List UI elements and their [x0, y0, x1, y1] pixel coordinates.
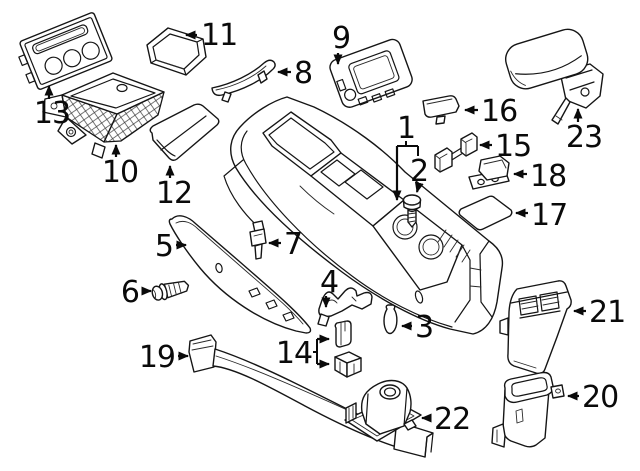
callout-17: 17 [531, 198, 567, 233]
callout-7: 7 [284, 227, 302, 262]
callout-5: 5 [155, 229, 173, 264]
callout-14: 14 [276, 336, 312, 371]
part-15-bracket-rail [434, 132, 478, 173]
part-22-shifter-assembly [344, 379, 422, 442]
callout-19: 19 [139, 340, 175, 375]
callout-1: 1 [397, 111, 415, 146]
part-6-screw [151, 280, 190, 301]
part-12-bin-lid [149, 103, 220, 161]
part-13-switch-panel [18, 12, 113, 90]
callout-11: 11 [201, 18, 237, 53]
callout-15: 15 [495, 129, 531, 164]
callout-13: 13 [34, 96, 70, 131]
callout-9: 9 [332, 21, 350, 56]
part-3-bulb [383, 304, 398, 335]
part-14-clip-b [334, 351, 362, 378]
callout-12: 12 [156, 176, 192, 211]
part-20-rear-bin [491, 371, 565, 448]
callout-20: 20 [582, 380, 618, 415]
callouts: 13 10 12 11 8 9 1 2 16 15 18 17 [34, 18, 626, 437]
part-14-clip-a [334, 320, 352, 348]
callout-21: 21 [589, 295, 625, 330]
callout-23: 23 [566, 120, 602, 155]
callout-4: 4 [320, 265, 338, 300]
callout-8: 8 [294, 56, 312, 91]
part-10-storage-bin [42, 72, 165, 159]
callout-22: 22 [434, 402, 470, 437]
part-16-cover [422, 95, 460, 125]
callout-3: 3 [415, 310, 433, 345]
part-23-armrest [505, 28, 604, 125]
callout-6: 6 [121, 275, 139, 310]
part-11-tray [146, 27, 207, 76]
part-9-shifter-bezel [329, 38, 413, 108]
callout-10: 10 [102, 155, 138, 190]
callout-16: 16 [481, 94, 517, 129]
part-17-pad [458, 195, 513, 231]
callout-18: 18 [530, 159, 566, 194]
part-21-rear-vent-panel [499, 280, 572, 375]
part-8-trim-strip [211, 59, 276, 103]
part-7-clip [249, 220, 267, 260]
part-5-side-panel [168, 215, 312, 334]
part-4-bracket [317, 287, 373, 327]
callout-2: 2 [410, 154, 428, 189]
part-2-bolt [402, 194, 422, 228]
part-18-bracket [468, 155, 510, 190]
